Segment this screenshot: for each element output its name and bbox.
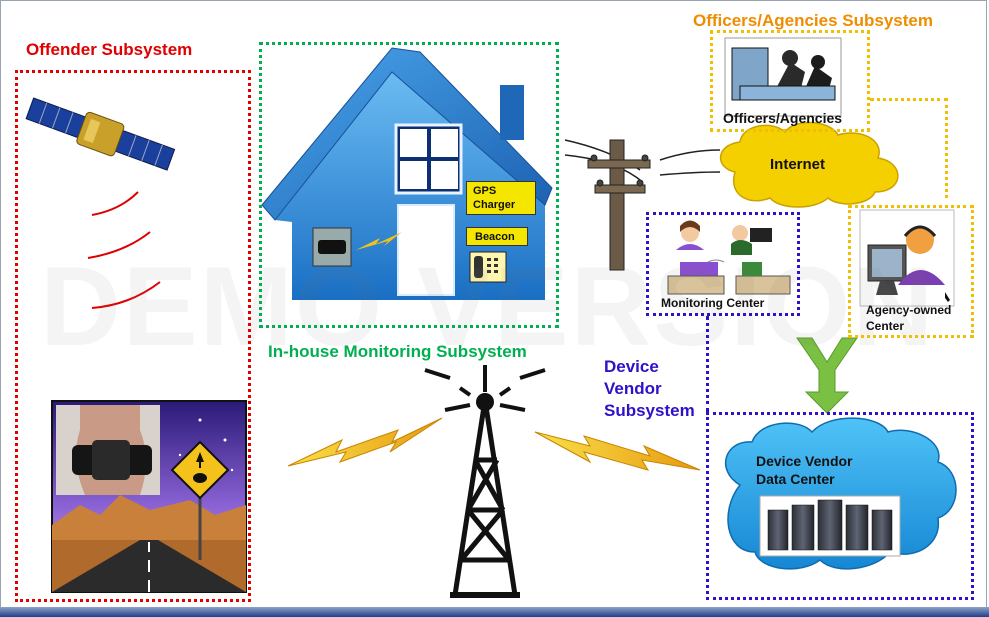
vendor-connector-line <box>706 316 709 412</box>
wireless-bolt-right <box>534 431 701 471</box>
ankle-monitor-picture <box>51 400 247 593</box>
vendor-subsystem-title: Device Vendor Subsystem <box>604 357 695 420</box>
officers-subsystem-title: Officers/Agencies Subsystem <box>693 11 933 30</box>
slide-footer-bar <box>0 607 989 617</box>
agency-owned-center-label: Agency-owned Center <box>866 303 952 333</box>
inhouse-subsystem-box <box>259 42 559 328</box>
offender-subsystem-title: Offender Subsystem <box>26 40 193 59</box>
data-center-cloud <box>724 417 957 570</box>
monitoring-center-box <box>646 212 800 316</box>
monitoring-center-picture <box>667 220 791 295</box>
merge-arrow-icon <box>796 337 858 414</box>
gps-charger-label: GPS Charger <box>466 181 536 215</box>
beacon-label: Beacon <box>466 227 528 246</box>
offender-subsystem-box <box>15 70 251 602</box>
data-center-label: Device Vendor Data Center <box>756 453 853 487</box>
officers-agencies-label: Officers/Agencies <box>723 110 843 126</box>
officers-connector-line <box>870 98 948 198</box>
satellite-icon <box>25 97 176 171</box>
cell-tower-icon <box>424 365 546 598</box>
monitoring-center-label: Monitoring Center <box>661 296 765 310</box>
watermark: DEMO VERSION <box>40 244 936 369</box>
signal-waves <box>87 191 161 309</box>
officers-picture <box>724 37 842 117</box>
wireless-bolt-left <box>287 417 443 467</box>
headset-operator-icon <box>859 209 955 307</box>
officers-subsystem-box <box>710 30 870 132</box>
agency-center-box <box>848 205 974 338</box>
power-pole-icon <box>564 139 721 271</box>
internet-label: Internet <box>770 156 826 173</box>
vendor-subsystem-box <box>706 412 974 600</box>
inhouse-subsystem-title: In-house Monitoring Subsystem <box>268 342 527 361</box>
